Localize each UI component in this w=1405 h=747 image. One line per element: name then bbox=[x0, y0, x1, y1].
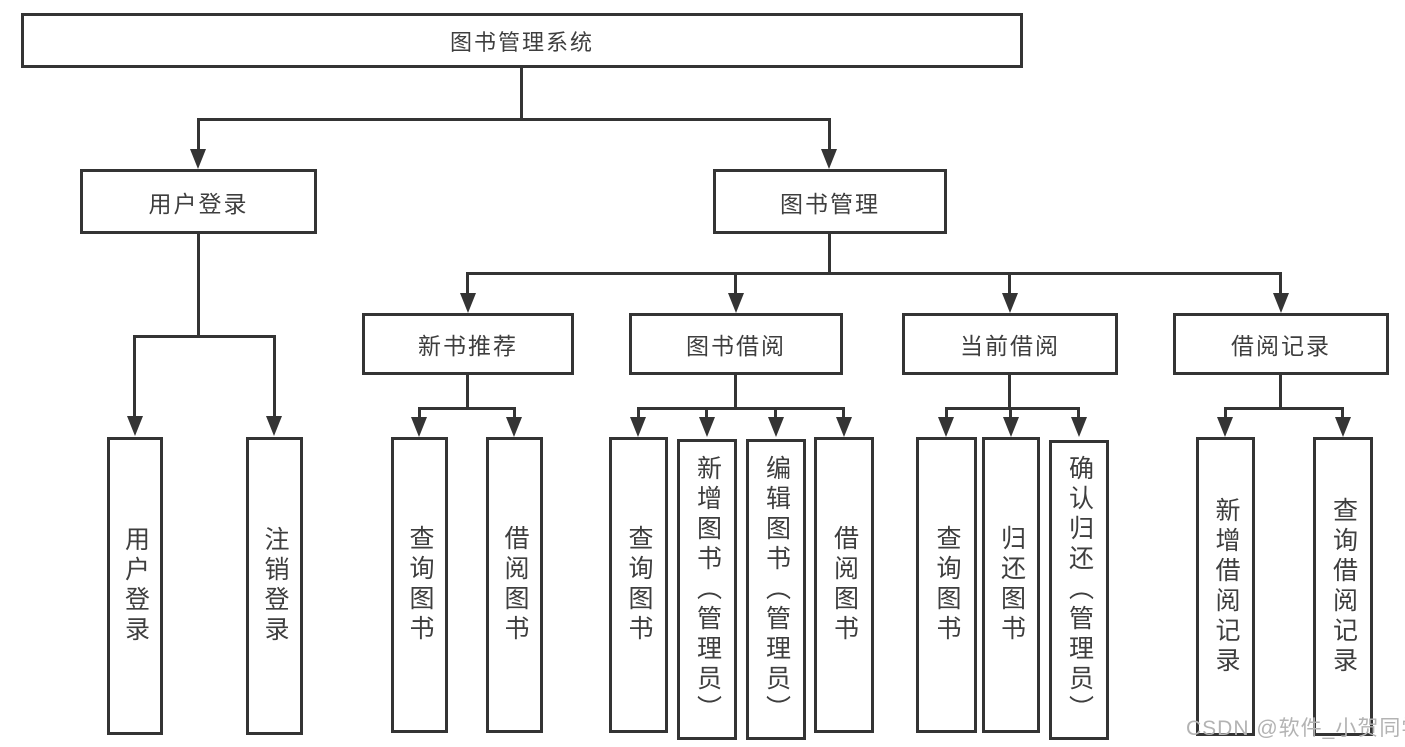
leaf-logout: 注销登录 bbox=[246, 437, 303, 735]
leaf-logout-label: 注销登录 bbox=[261, 526, 289, 646]
connector-line bbox=[466, 375, 469, 407]
connector-line bbox=[1279, 272, 1282, 293]
leaf-add-borrow-record-label: 新增借阅记录 bbox=[1212, 496, 1240, 677]
connector-line bbox=[520, 68, 523, 118]
watermark: CSDN @软件_小贺同学 bbox=[1186, 717, 1405, 740]
node-book-borrow-label: 图书借阅 bbox=[686, 333, 786, 359]
leaf-borrow-books-label: 借阅图书 bbox=[830, 525, 859, 645]
connector-line bbox=[637, 407, 845, 410]
connector-line bbox=[705, 407, 708, 418]
connector-line bbox=[197, 234, 200, 335]
leaf-add-book-admin: 新增图书（管理员） bbox=[677, 439, 737, 740]
arrowhead-icon bbox=[821, 149, 837, 169]
leaf-edit-book-admin-label: 编辑图书（管理员） bbox=[762, 454, 791, 725]
node-borrow-records-label: 借阅记录 bbox=[1231, 333, 1331, 359]
leaf-confirm-return-admin-label: 确认归还（管理员） bbox=[1065, 455, 1094, 725]
leaf-user-login-label: 用户登录 bbox=[121, 526, 150, 646]
connector-line bbox=[133, 335, 276, 338]
connector-line bbox=[513, 407, 516, 418]
leaf-add-book-admin-label: 新增图书（管理员） bbox=[693, 454, 722, 725]
connector-line bbox=[1279, 375, 1282, 407]
connector-line bbox=[1341, 407, 1344, 418]
connector-line bbox=[418, 407, 515, 410]
connector-line bbox=[273, 335, 276, 416]
leaf-user-login: 用户登录 bbox=[107, 437, 163, 735]
connector-line bbox=[133, 335, 136, 416]
node-borrow-records: 借阅记录 bbox=[1173, 313, 1389, 375]
leaf-query-books-current: 查询图书 bbox=[916, 437, 977, 733]
connector-line bbox=[774, 407, 777, 418]
leaf-return-book-label: 归还图书 bbox=[997, 525, 1026, 645]
arrowhead-icon bbox=[630, 417, 646, 437]
arrowhead-icon bbox=[836, 417, 852, 437]
node-new-book-recommend: 新书推荐 bbox=[362, 313, 574, 375]
leaf-edit-book-admin: 编辑图书（管理员） bbox=[746, 439, 806, 740]
connector-line bbox=[1224, 407, 1344, 410]
node-book-borrow: 图书借阅 bbox=[629, 313, 843, 375]
arrowhead-icon bbox=[411, 417, 427, 437]
arrowhead-icon bbox=[1217, 417, 1233, 437]
arrowhead-icon bbox=[768, 417, 784, 437]
arrowhead-icon bbox=[1003, 417, 1019, 437]
connector-line bbox=[734, 375, 737, 407]
leaf-query-borrow-record-label: 查询借阅记录 bbox=[1329, 496, 1358, 677]
connector-line bbox=[1224, 407, 1227, 418]
leaf-return-book: 归还图书 bbox=[982, 437, 1040, 733]
arrowhead-icon bbox=[127, 416, 143, 436]
arrowhead-icon bbox=[1335, 417, 1351, 437]
connector-line bbox=[1077, 407, 1080, 418]
arrowhead-icon bbox=[728, 293, 744, 313]
connector-line bbox=[828, 234, 831, 272]
arrowhead-icon bbox=[699, 417, 715, 437]
arrowhead-icon bbox=[1002, 293, 1018, 313]
leaf-borrow-books-recommend-label: 借阅图书 bbox=[501, 525, 529, 645]
node-book-management: 图书管理 bbox=[713, 169, 947, 234]
arrowhead-icon bbox=[1071, 417, 1087, 437]
arrowhead-icon bbox=[506, 417, 522, 437]
connector-line bbox=[828, 118, 831, 149]
connector-line bbox=[945, 407, 948, 418]
node-current-borrow-label: 当前借阅 bbox=[960, 333, 1060, 359]
arrowhead-icon bbox=[938, 417, 954, 437]
arrowhead-icon bbox=[460, 293, 476, 313]
arrowhead-icon bbox=[190, 149, 206, 169]
leaf-query-books-recommend-label: 查询图书 bbox=[406, 525, 434, 645]
node-book-management-label: 图书管理 bbox=[780, 190, 880, 217]
connector-line bbox=[1008, 375, 1011, 407]
connector-line bbox=[466, 272, 469, 293]
leaf-query-books-borrow: 查询图书 bbox=[609, 437, 668, 733]
connector-line bbox=[842, 407, 845, 418]
leaf-borrow-books-recommend: 借阅图书 bbox=[486, 437, 543, 733]
node-user-login: 用户登录 bbox=[80, 169, 317, 234]
leaf-add-borrow-record: 新增借阅记录 bbox=[1196, 437, 1255, 736]
leaf-query-books-current-label: 查询图书 bbox=[933, 525, 961, 645]
leaf-confirm-return-admin: 确认归还（管理员） bbox=[1049, 440, 1109, 740]
arrowhead-icon bbox=[266, 416, 282, 436]
leaf-query-books-borrow-label: 查询图书 bbox=[625, 525, 653, 645]
leaf-query-books-recommend: 查询图书 bbox=[391, 437, 448, 733]
connector-line bbox=[197, 118, 200, 149]
node-current-borrow: 当前借阅 bbox=[902, 313, 1118, 375]
connector-line bbox=[637, 407, 640, 418]
node-new-book-recommend-label: 新书推荐 bbox=[418, 333, 518, 359]
connector-line bbox=[734, 272, 737, 293]
connector-line bbox=[197, 118, 831, 121]
node-library-system-label: 图书管理系统 bbox=[449, 29, 594, 55]
connector-line bbox=[418, 407, 421, 418]
connector-line bbox=[1009, 407, 1012, 418]
connector-line bbox=[1008, 272, 1011, 293]
node-library-system: 图书管理系统 bbox=[21, 13, 1023, 68]
leaf-borrow-books: 借阅图书 bbox=[814, 437, 874, 733]
leaf-query-borrow-record: 查询借阅记录 bbox=[1313, 437, 1373, 736]
node-user-login-label: 用户登录 bbox=[148, 190, 249, 217]
connector-line bbox=[945, 407, 1080, 410]
connector-line bbox=[466, 272, 1281, 275]
arrowhead-icon bbox=[1273, 293, 1289, 313]
